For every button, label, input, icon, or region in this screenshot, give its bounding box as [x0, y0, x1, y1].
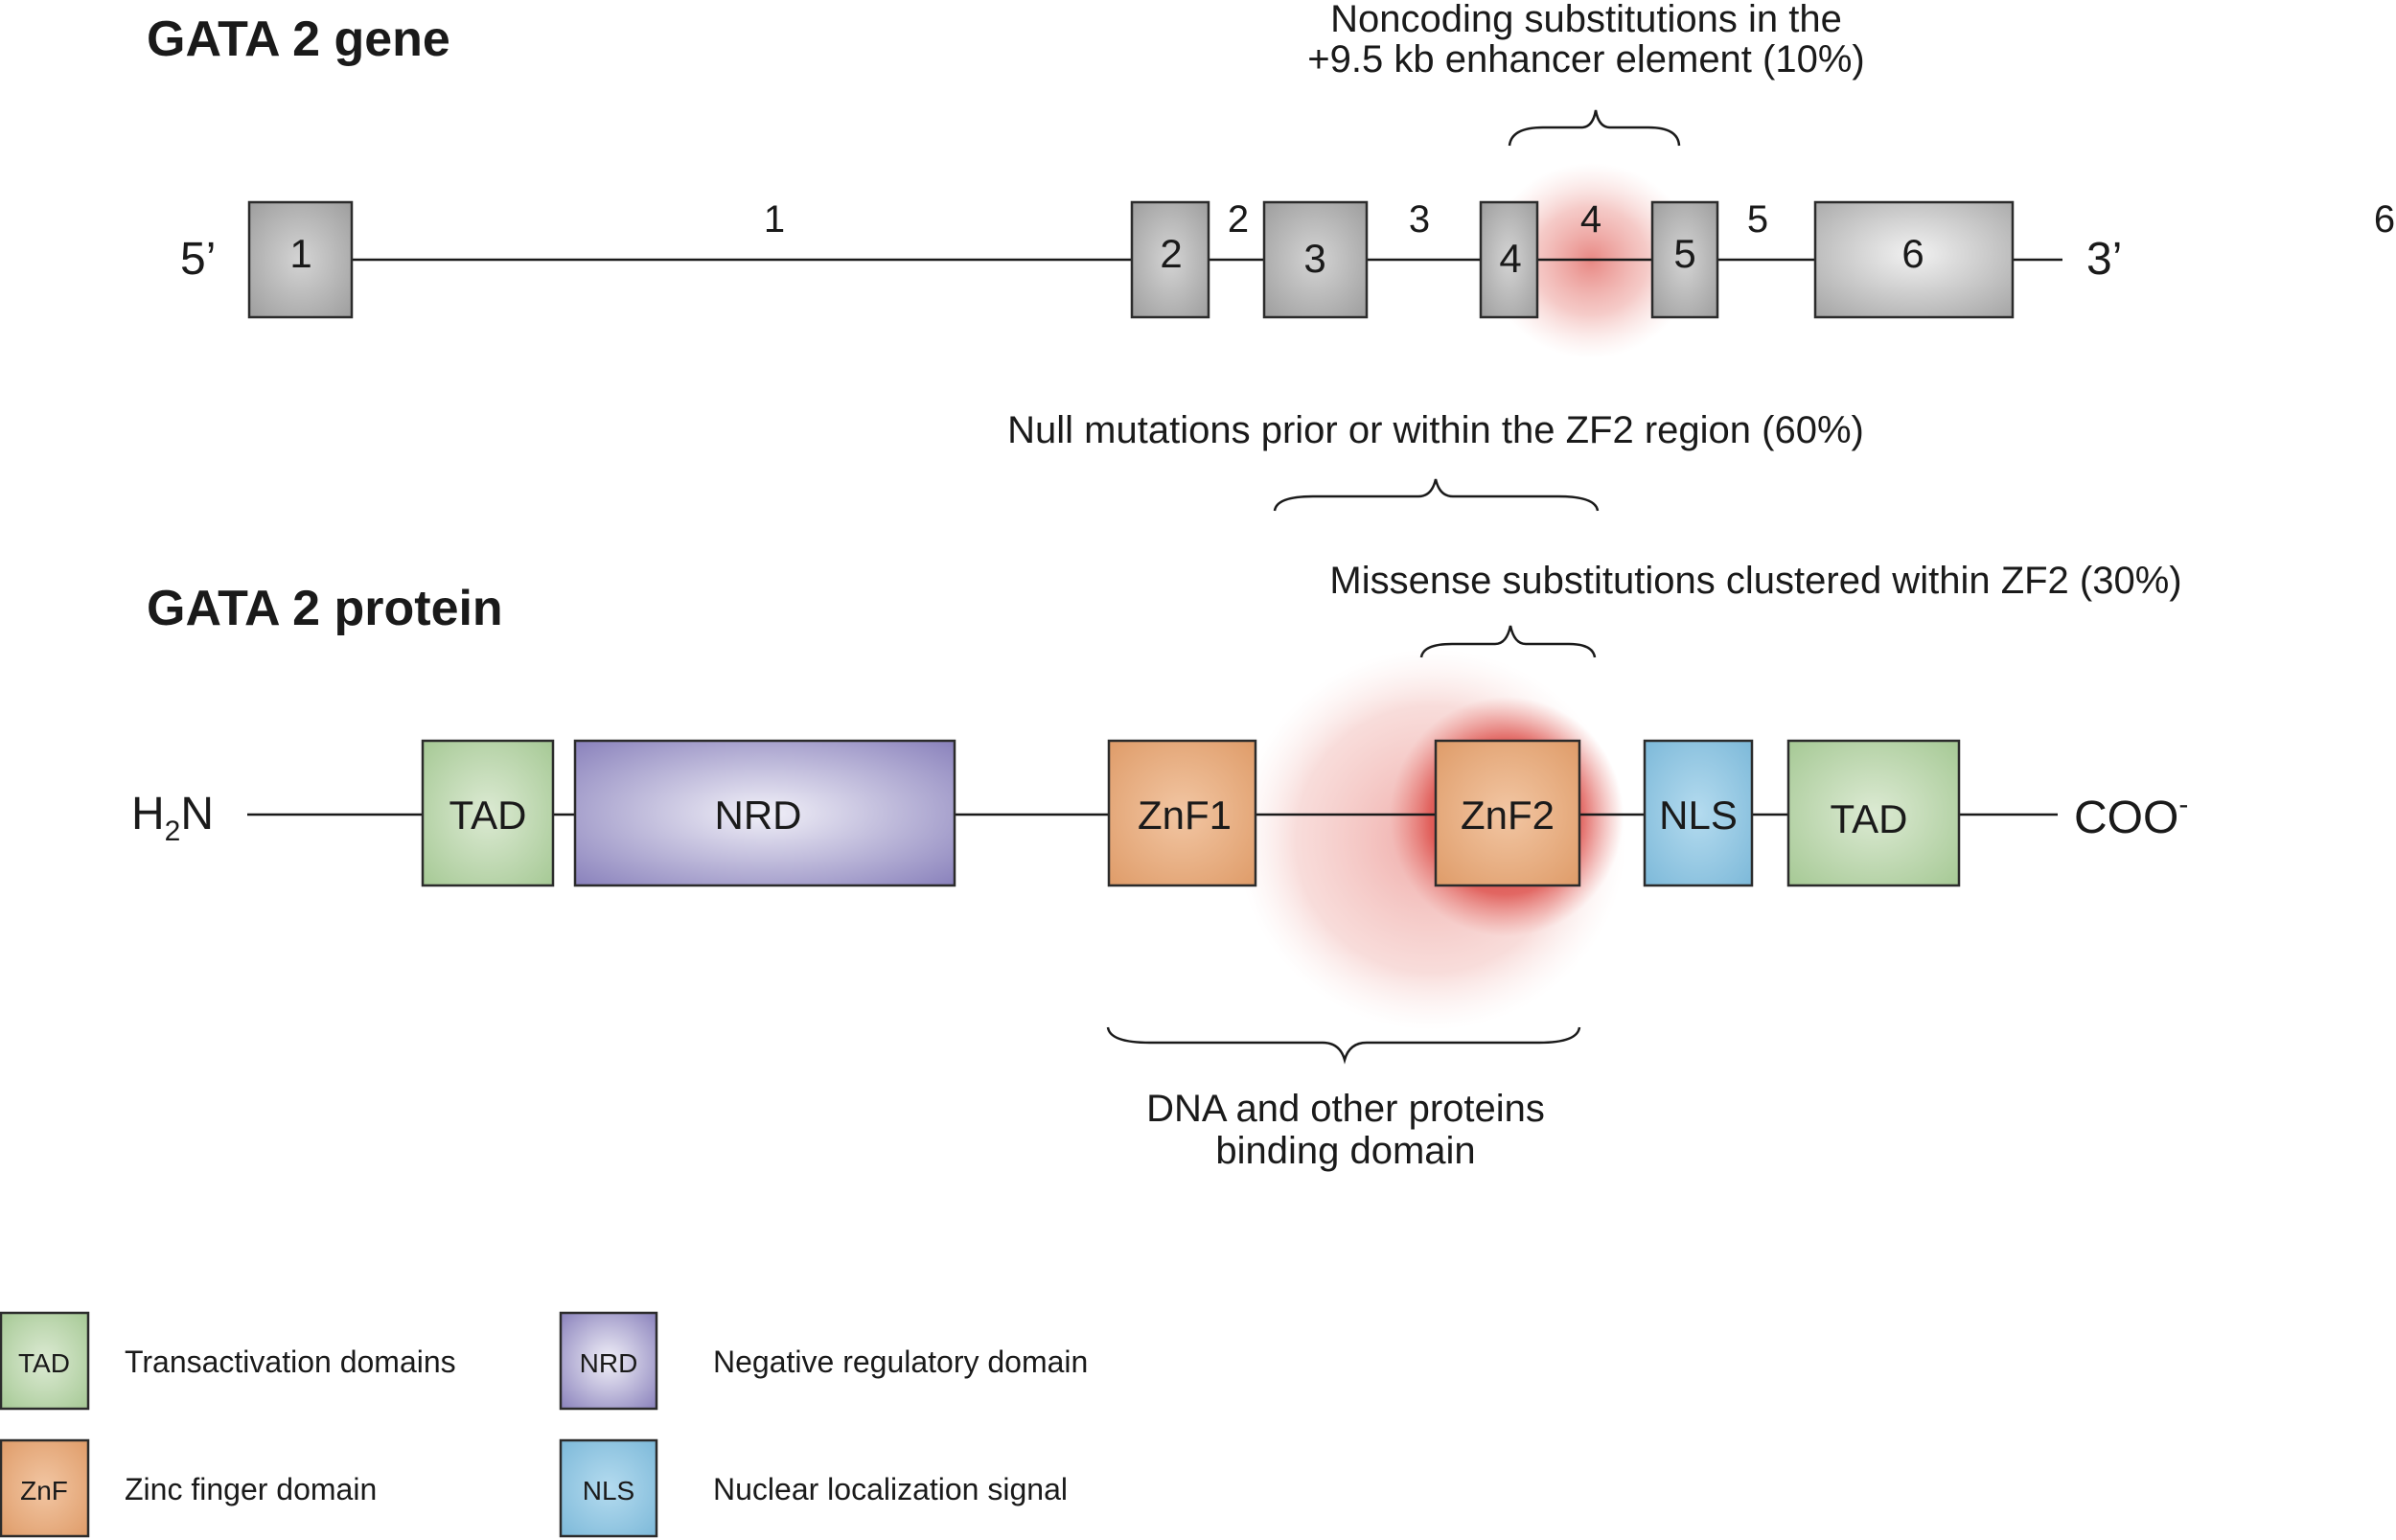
intron-5-label: 5 — [1747, 198, 1768, 241]
intron-6-label: 6 — [2374, 198, 2395, 241]
protein-title: GATA 2 protein — [147, 581, 503, 636]
exon-6-label: 6 — [1901, 231, 1924, 276]
znf1-domain-label: ZnF1 — [1138, 793, 1232, 838]
missense-annotation: Missense substitutions clustered within … — [1329, 560, 2181, 602]
exon-4-label: 4 — [1499, 236, 1521, 281]
exon-1 — [247, 200, 354, 319]
nls-domain-label: NLS — [1659, 793, 1738, 838]
enhancer-brace — [1508, 109, 1681, 147]
znf2-domain-label: ZnF2 — [1461, 793, 1555, 838]
legend-abbr-nrd: NRD — [580, 1348, 638, 1378]
tad-domain-1 — [421, 739, 555, 887]
exon-4 — [1479, 200, 1539, 319]
legend-swatch-nrd — [559, 1311, 658, 1411]
n-terminus-label: H2N — [131, 789, 214, 847]
znf1-domain — [1107, 739, 1257, 887]
exon-2-label: 2 — [1160, 231, 1182, 276]
enhancer-annotation-line1: Noncoding substitutions in the — [1330, 0, 1842, 40]
exon-6 — [1813, 200, 2015, 319]
exon-3 — [1262, 200, 1369, 319]
intron-3-label: 3 — [1409, 198, 1430, 241]
binding-annotation-line1: DNA and other proteins — [1146, 1088, 1545, 1130]
legend: TAD Transactivation domains NRD Negative… — [0, 1311, 1088, 1538]
binding-annotation-line2: binding domain — [1215, 1130, 1475, 1172]
znf2-domain — [1434, 739, 1581, 887]
missense-brace — [1419, 625, 1597, 658]
nls-domain — [1643, 739, 1754, 887]
gene-title: GATA 2 gene — [147, 11, 450, 67]
binding-domain-brace — [1106, 1026, 1581, 1065]
nrd-domain — [573, 739, 956, 887]
legend-abbr-tad: TAD — [18, 1348, 70, 1378]
legend-swatch-tad — [0, 1311, 90, 1411]
null-mutations-annotation: Null mutations prior or within the ZF2 r… — [1007, 409, 1864, 451]
exon-5 — [1650, 200, 1719, 319]
legend-label-tad: Transactivation domains — [125, 1345, 456, 1379]
legend-swatch-znf — [0, 1438, 90, 1538]
intron-2-label: 2 — [1228, 198, 1249, 241]
intron-1-label: 1 — [764, 198, 785, 241]
intron-4-label: 4 — [1580, 198, 1601, 241]
nrd-domain-label: NRD — [715, 793, 802, 838]
legend-label-nls: Nuclear localization signal — [713, 1472, 1068, 1506]
legend-abbr-znf: ZnF — [20, 1476, 68, 1506]
null-mutations-brace — [1273, 478, 1600, 512]
exon-2 — [1130, 200, 1210, 319]
exon-3-label: 3 — [1303, 236, 1325, 281]
five-prime-label: 5’ — [180, 234, 216, 285]
legend-label-nrd: Negative regulatory domain — [713, 1345, 1088, 1379]
c-terminus-label: COO- — [2074, 789, 2188, 843]
enhancer-annotation-line2: +9.5 kb enhancer element (10%) — [1307, 38, 1864, 80]
exon-5-label: 5 — [1673, 231, 1695, 276]
three-prime-label: 3’ — [2086, 234, 2122, 285]
legend-abbr-nls: NLS — [583, 1476, 634, 1506]
legend-swatch-nls — [559, 1438, 658, 1538]
tad-domain-2 — [1786, 739, 1961, 887]
exon-1-label: 1 — [289, 231, 311, 276]
legend-label-znf: Zinc finger domain — [125, 1472, 377, 1506]
tad-domain-2-label: TAD — [1831, 796, 1908, 841]
tad-domain-1-label: TAD — [449, 793, 527, 838]
